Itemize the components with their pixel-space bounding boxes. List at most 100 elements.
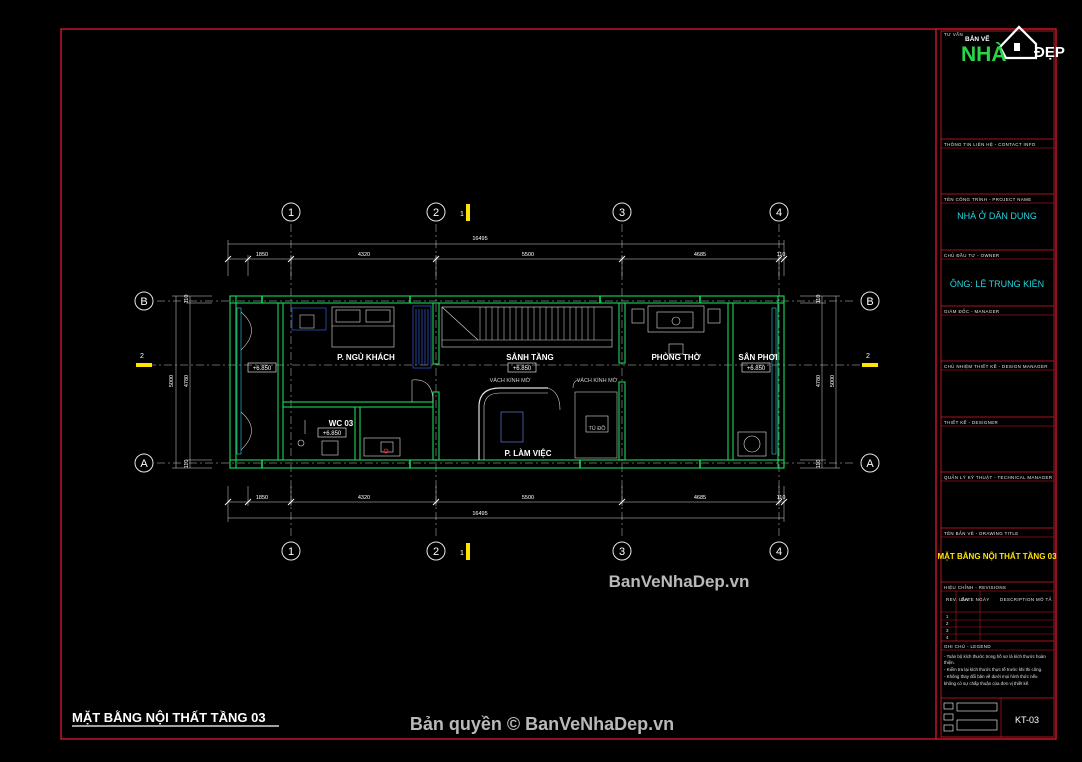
rev-row-2: 2 [946,621,949,626]
sheet-number: KT-03 [1015,715,1039,725]
revision-label: HIỆU CHỈNH - REVISIONS [944,585,1006,590]
title-block: TƯ VẤN BẢN VẼ NHÀ ĐẸP THÔNG TIN LIÊN HỆ … [937,25,1065,725]
legend-label: GHI CHÚ - LEGEND [944,644,991,649]
svg-text:+6.850: +6.850 [323,431,342,437]
svg-text:1: 1 [288,207,294,219]
axis-bubble-4-bottom: 4 [769,541,789,561]
designer-label: THIẾT KẾ - DESIGNER [944,420,998,425]
rev-row-1: 1 [946,614,949,619]
logo-nha: NHÀ [961,43,1007,66]
level-tags: +6.850 +6.850 +6.850 +6.850 [247,362,771,438]
section-bar-bottom [466,543,470,560]
level-tag-left: +6.850 [247,362,277,373]
dim-left-top: 110 [184,295,190,304]
svg-text:2: 2 [433,546,439,558]
dim-seg-1: 1850 [256,252,268,258]
dim-seg-4-bottom: 4685 [694,495,706,501]
section-number-top: 1 [460,211,464,218]
axis-bubble-A-right: A [860,453,880,473]
dim-seg-2-bottom: 4320 [358,495,370,501]
svg-text:4: 4 [776,207,782,219]
room-stair-hall: SẢNH TẦNG [506,352,554,362]
drawing-title-value: MẶT BẰNG NỘI THẤT TẦNG 03 [937,551,1057,561]
section-bar-top [466,204,470,221]
dim-left-outer: 5000 [169,375,175,387]
dim-total-bottom: 16495 [472,511,487,517]
label-glass-right: VÁCH KÍNH MỜ [577,377,618,384]
svg-text:+6.850: +6.850 [513,366,532,372]
section-bar-right [862,363,878,367]
wall-segments [261,296,701,468]
svg-text:2: 2 [433,207,439,219]
axis-bubbles: 1 2 3 4 1 2 3 4 B A B A [134,202,880,561]
room-wc: WC 03 [329,419,354,428]
svg-text:A: A [866,458,874,470]
dimension-texts: 16495 1850 4320 5500 4685 110 1850 4320 … [169,236,836,517]
dim-seg-3: 5500 [522,252,534,258]
rev-row-4: 4 [946,635,949,640]
level-tag-hall: +6.850 [507,362,537,373]
room-altar: PHÒNG THỜ [651,353,700,362]
owner-value: ÔNG: LÊ TRUNG KIÊN [950,279,1044,289]
drawing-title-text: MẶT BẰNG NỘI THẤT TẦNG 03 [72,710,266,725]
design-manager-label: CHỦ NHIỆM THIẾT KẾ - DESIGN MANAGER [944,364,1048,369]
svg-text:3: 3 [619,546,625,558]
logo: BẢN VẼ NHÀ ĐẸP [961,25,1065,66]
dim-seg-4: 4685 [694,252,706,258]
dim-left-bottom: 110 [184,460,190,469]
rev-header-rev: REV. LẦN [946,597,969,602]
room-office: P. LÀM VIỆC [505,449,552,458]
rev-header-date: DATE NGÀY [961,597,990,602]
dim-seg-1-bottom: 1850 [256,495,268,501]
level-tag-yard: +6.850 [741,362,771,373]
room-drying-yard: SÂN PHƠI [738,353,777,362]
room-guest-bedroom: P. NGỦ KHÁCH [337,353,395,362]
note-line: thiện. [944,660,955,665]
dim-seg-2: 4320 [358,252,370,258]
watermark-mid: BanVeNhaDep.vn [609,572,750,591]
label-glass-left: VÁCH KÍNH MỜ [490,377,531,384]
walls [229,295,785,469]
label-cabinet: TỦ ĐỒ [588,425,606,432]
dim-right-top: 110 [816,295,822,304]
logo-dep: ĐẸP [1034,44,1065,61]
logo-top: BẢN VẼ [965,34,990,43]
project-label: TÊN CÔNG TRÌNH - PROJECT NAME [944,197,1032,202]
dim-right-bottom: 110 [816,460,822,469]
sheet-frame [60,28,1057,740]
axis-bubble-4-top: 4 [769,202,789,222]
dim-right-outer: 5000 [830,375,836,387]
note-line: - Toàn bộ kích thước trong hồ sơ là kích… [944,654,1046,659]
room-labels: P. NGỦ KHÁCH SẢNH TẦNG PHÒNG THỜ SÂN PHƠ… [329,352,778,458]
svg-text:B: B [866,296,873,308]
dim-left-mid: 4780 [184,375,190,387]
rev-header-desc: DESCRIPTION MÔ TẢ [1000,597,1052,602]
project-value: NHÀ Ở DÂN DỤNG [957,210,1037,221]
section-side-right: 2 [866,353,870,360]
manager-label: GIÁM ĐỐC - MANAGER [944,309,1000,314]
dim-seg-3-bottom: 5500 [522,495,534,501]
technical-label: QUẢN LÝ KỸ THUẬT - TECHNICAL MANAGER [944,475,1052,480]
note-line: không có sự chấp thuận của đơn vị thiết … [944,681,1029,686]
axis-bubble-A-left: A [134,453,154,473]
section-number-bottom: 1 [460,550,464,557]
dim-seg-5-bottom: 110 [777,495,786,501]
consultant-label: TƯ VẤN [944,32,963,37]
rev-row-3: 3 [946,628,949,633]
axis-bubble-B-right: B [860,291,880,311]
section-bar-left [136,363,152,367]
svg-text:B: B [140,296,147,308]
dimension-ticks [224,255,788,506]
section-markers: 1 1 2 2 [136,204,878,560]
level-tag-wc: +6.850 [317,427,347,438]
svg-text:+6.850: +6.850 [747,366,766,372]
section-side-left: 2 [140,353,144,360]
axis-lines [148,224,866,538]
contact-label: THÔNG TIN LIÊN HỆ - CONTACT INFO [944,142,1036,147]
dim-right-mid: 4780 [816,375,822,387]
dim-total-top: 16495 [472,236,487,242]
svg-text:+6.850: +6.850 [253,366,272,372]
drawing-title-label: TÊN BẢN VẼ - DRAWING TITLE [944,531,1019,536]
svg-text:3: 3 [619,207,625,219]
